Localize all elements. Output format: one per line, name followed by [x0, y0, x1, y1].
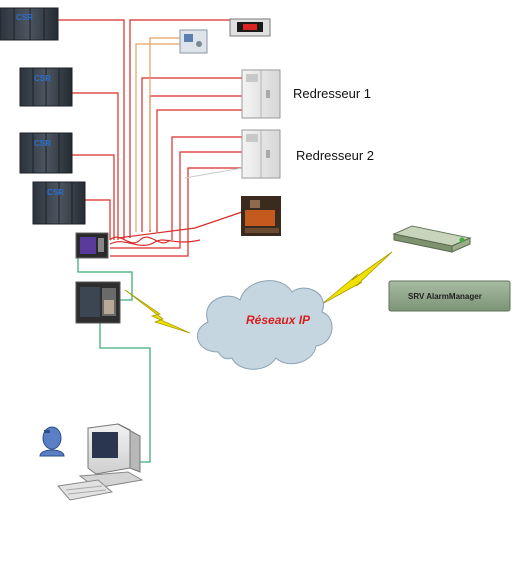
rack-brand-label: CSR [34, 139, 51, 148]
server-rack-4: CSR [32, 181, 86, 225]
rack-brand-label: CSR [16, 13, 33, 22]
rectifier-1-cabinet [241, 69, 281, 119]
wire-rect2-a [171, 136, 242, 240]
workstation-icon [57, 423, 144, 501]
wire-panel-a [149, 37, 185, 230]
lightning-icon-right [321, 251, 393, 305]
wire-rack-4 [85, 199, 111, 240]
router-icon [75, 281, 121, 324]
wire-rect1-b [149, 95, 242, 232]
wire-loop-2 [109, 239, 201, 247]
wire-rack-2 [70, 92, 119, 240]
rectifier-1-label: Redresseur 1 [293, 86, 371, 101]
network-cloud: Réseaux IP [197, 280, 333, 370]
wire-rect1-a [141, 77, 242, 232]
alarm-controller-icon [75, 232, 109, 259]
wire-rect2-b [110, 151, 242, 249]
rectifier-2-label: Redresseur 2 [296, 148, 374, 163]
network-label: Réseaux IP [246, 313, 311, 327]
wire-generator [117, 211, 243, 239]
red-wires [58, 19, 245, 257]
server-rack-3: CSR [19, 132, 73, 174]
wire-rect1-c [156, 109, 242, 232]
network-gateway-icon [392, 225, 472, 253]
wire-rack-1 [58, 19, 125, 240]
digital-display-icon [229, 18, 271, 37]
wire-panel-b [135, 43, 185, 232]
wire-rack-3 [70, 154, 115, 240]
wire-router-pc [99, 322, 151, 463]
wire-display [129, 19, 245, 238]
server-label: SRV AlarmManager [408, 292, 482, 301]
rack-brand-label: CSR [34, 74, 51, 83]
wire-rect2-c [110, 167, 242, 257]
orange-wires [135, 37, 185, 232]
lightning-icon-left [124, 289, 191, 334]
srv-alarmmanager-box: SRV AlarmManager [388, 280, 511, 312]
rack-brand-label: CSR [47, 188, 64, 197]
server-rack-1: CSR [0, 7, 59, 41]
server-rack-2: CSR [19, 67, 73, 107]
control-panel-icon [179, 29, 208, 54]
rectifier-2-cabinet [241, 129, 281, 179]
wire-loop-1 [109, 236, 171, 244]
wire-controller-router [77, 258, 133, 301]
generator-icon [241, 196, 281, 236]
user-head-icon [39, 426, 65, 457]
green-wires [77, 258, 151, 463]
